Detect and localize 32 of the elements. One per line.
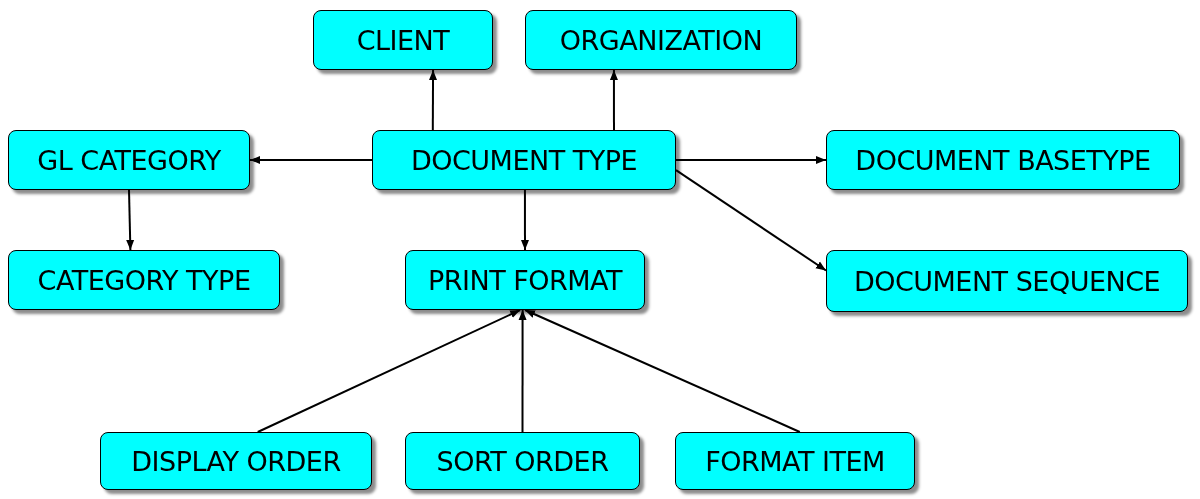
- arrow: [518, 309, 527, 433]
- entity-name: GL CATEGORY: [37, 144, 221, 176]
- arrow: [609, 69, 618, 131]
- arrow: [249, 156, 373, 164]
- entity-box: [372, 130, 676, 190]
- arrow: [675, 156, 827, 164]
- arrow: [524, 309, 801, 433]
- entity-box: [826, 130, 1180, 190]
- entity-name: PRINT FORMAT: [428, 264, 622, 296]
- arrow: [429, 69, 437, 131]
- entity-box: [313, 10, 493, 70]
- entity-name: DOCUMENT SEQUENCE: [853, 265, 1161, 297]
- entity-box: [525, 10, 797, 70]
- arrow: [126, 189, 135, 251]
- entity-box: [675, 432, 915, 490]
- entity-box: [100, 432, 372, 490]
- entity-name: SORT ORDER: [436, 445, 609, 477]
- entity-box: [8, 250, 280, 310]
- entity-box: [405, 432, 640, 490]
- entity-name: DISPLAY ORDER: [131, 445, 341, 477]
- entity-name: CLIENT: [356, 24, 450, 56]
- entity-name: DOCUMENT BASETYPE: [855, 144, 1151, 176]
- entity-box: [405, 250, 645, 310]
- entity-name: ORGANIZATION: [559, 24, 763, 56]
- entity-name: DOCUMENT TYPE: [410, 144, 638, 176]
- arrow: [256, 309, 522, 433]
- arrow: [675, 169, 827, 272]
- entity-name: FORMAT ITEM: [705, 445, 885, 477]
- entity-box: [8, 130, 250, 190]
- entity-name: CATEGORY TYPE: [37, 264, 251, 296]
- entity-box: [826, 250, 1188, 312]
- arrow: [521, 189, 529, 251]
